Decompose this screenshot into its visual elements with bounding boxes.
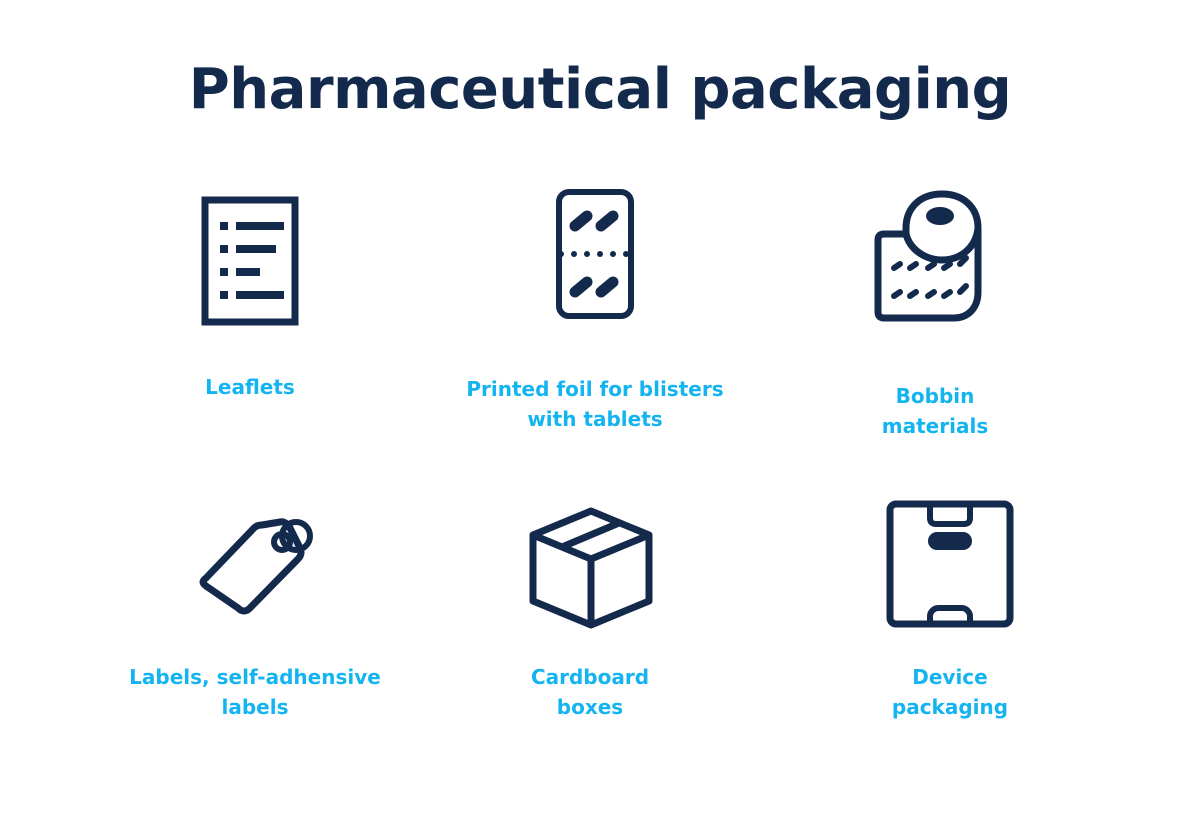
- item-label: Leaflets: [205, 375, 295, 399]
- blister-pack-icon: [555, 188, 635, 320]
- item-label: Labels, self-adhensive labels: [129, 665, 381, 719]
- cardboard-box-icon: [527, 505, 655, 631]
- item-label: Cardboard boxes: [530, 665, 650, 719]
- bobbin-roll-icon: [872, 188, 984, 324]
- page-title: Pharmaceutical packaging: [188, 57, 1012, 122]
- leaflet-icon: [200, 195, 300, 327]
- item-label: Printed foil for blisters with tablets: [466, 377, 724, 431]
- item-label: Device packaging: [891, 665, 1009, 719]
- tag-label-icon: [192, 508, 322, 620]
- device-package-icon: [886, 500, 1014, 628]
- item-label: Bobbin materials: [881, 384, 989, 438]
